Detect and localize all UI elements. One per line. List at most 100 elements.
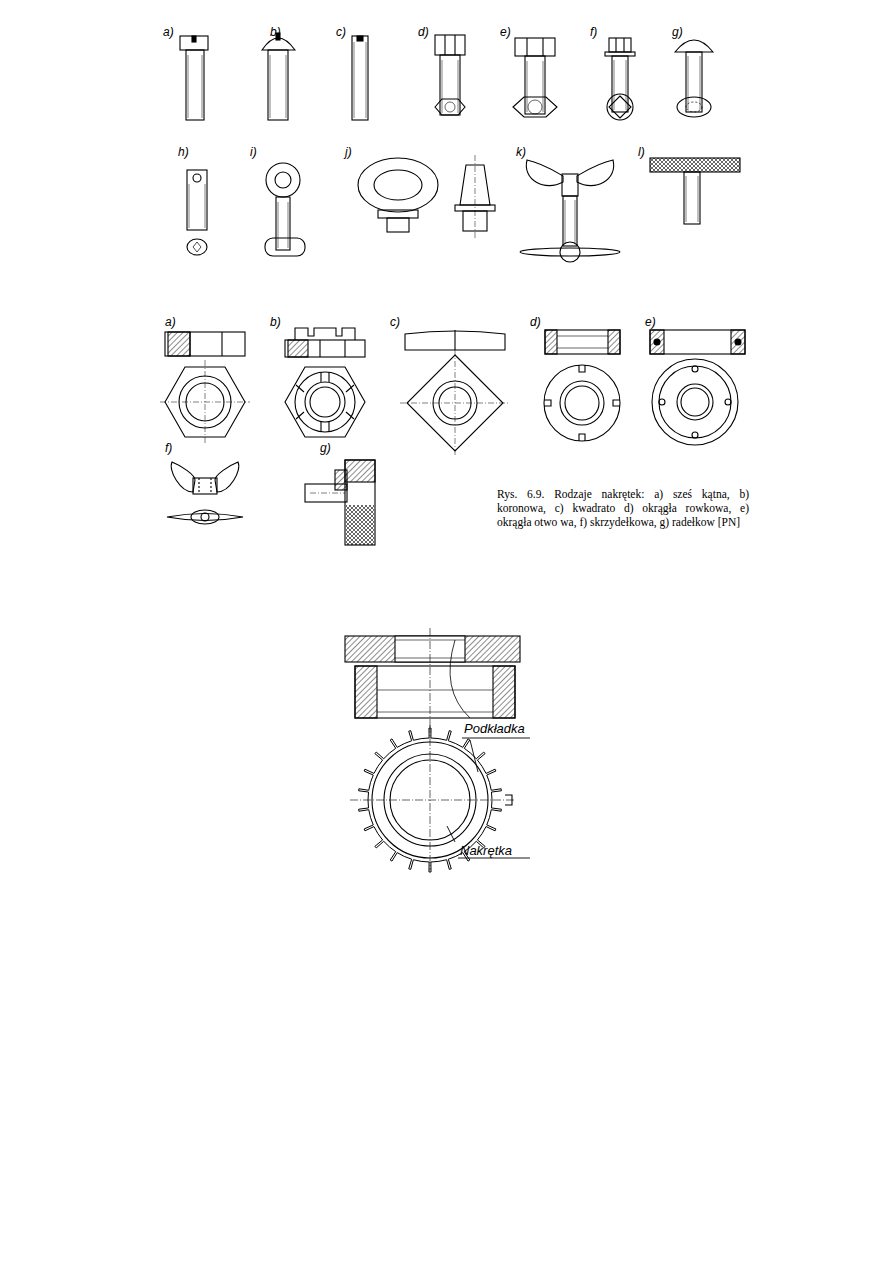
nut-washer-section — [430, 628, 431, 728]
castle-nut — [285, 367, 365, 437]
knurled-nut — [310, 493, 345, 494]
round-slotted-nut — [544, 330, 620, 441]
socket-set-screw — [193, 242, 201, 252]
mushroom-head-bolt — [688, 56, 700, 110]
hex-head-bolt-large — [513, 38, 557, 117]
round-nut-with-holes — [652, 359, 738, 445]
nut-washer-plan — [350, 725, 515, 870]
lifting-eye-bolt — [475, 155, 476, 240]
knurled-thumb-screw — [686, 176, 698, 222]
part-name: Podkładka — [464, 722, 525, 735]
leader-line — [447, 738, 530, 858]
nut-washer-plan — [350, 725, 515, 872]
castle-nut — [285, 340, 365, 357]
hex-head-bolt — [445, 35, 455, 55]
round-nut-with-holes — [692, 366, 698, 372]
leader-line — [447, 826, 530, 858]
wing-screw — [565, 200, 575, 244]
wing-screw — [563, 196, 577, 246]
square-head-bolt — [609, 96, 631, 118]
cheese-head-screw — [186, 50, 204, 120]
square-nut — [454, 330, 455, 350]
hex-head-bolt — [435, 35, 465, 115]
wing-screw — [560, 242, 580, 262]
figure-letter: d) — [418, 26, 429, 38]
wing-screw — [562, 174, 578, 196]
knurled-thumb-screw — [650, 158, 740, 224]
set-screw — [352, 36, 368, 120]
figure-letter: a) — [163, 26, 174, 38]
hex-head-bolt-large — [515, 38, 555, 56]
hex-head-bolt — [435, 99, 465, 115]
mushroom-head-bolt — [677, 97, 711, 117]
eye-bolt — [275, 172, 291, 188]
hex-nut — [190, 332, 222, 356]
figure-letter: l) — [638, 146, 645, 158]
wing-nut — [167, 462, 243, 524]
set-screw — [354, 42, 366, 118]
knurled-nut — [345, 460, 375, 482]
wing-screw — [577, 160, 614, 186]
eye-bolt — [265, 163, 305, 256]
mushroom-head-bolt — [675, 40, 713, 117]
socket-set-screw — [189, 184, 205, 228]
hex-head-bolt — [445, 102, 455, 112]
round-nut-with-holes — [650, 330, 745, 354]
round-nut-with-holes — [735, 339, 741, 345]
figure-letter: e) — [500, 26, 511, 38]
square-nut — [405, 331, 505, 350]
eye-bolt — [266, 163, 300, 197]
hex-head-bolt-large — [528, 100, 542, 114]
round-slotted-nut — [565, 386, 599, 420]
figure-letter: g) — [320, 442, 331, 454]
figure-letter: b) — [270, 316, 281, 328]
square-head-bolt — [609, 38, 631, 52]
knurled-thumb-screw — [684, 172, 700, 224]
round-slotted-nut — [557, 336, 608, 348]
hex-head-bolt-large — [527, 61, 543, 112]
mushroom-head-bolt — [686, 102, 702, 112]
square-head-bolt — [616, 38, 624, 52]
knurled-thumb-screw — [650, 158, 740, 172]
round-nut-with-holes — [725, 399, 731, 405]
castle-nut — [295, 328, 355, 340]
wing-nut — [199, 478, 211, 494]
figure-letter: f) — [590, 26, 597, 38]
eye-bolt — [265, 238, 305, 256]
square-head-bolt — [612, 56, 628, 112]
lifting-eye-bolt — [378, 210, 418, 218]
mushroom-head-bolt — [675, 40, 713, 52]
round-nut-with-holes — [650, 330, 745, 445]
round-slotted-nut — [544, 365, 620, 441]
figure-letter: k) — [516, 146, 526, 158]
figure-letter: a) — [165, 316, 176, 328]
figure-letter: e) — [645, 316, 656, 328]
square-nut — [400, 330, 510, 456]
hex-head-bolt-large — [513, 97, 557, 117]
socket-set-screw — [187, 170, 207, 255]
castle-nut — [288, 340, 308, 357]
mushroom-head-bolt — [686, 52, 702, 112]
wing-nut — [191, 510, 219, 524]
castle-nut — [310, 387, 340, 417]
round-slotted-nut — [545, 330, 557, 354]
round-slotted-nut — [545, 330, 620, 354]
wing-nut — [215, 462, 239, 492]
castle-nut — [296, 372, 354, 432]
figure-letter: c) — [336, 26, 346, 38]
eye-bolt — [278, 202, 288, 248]
square-nut — [400, 350, 510, 456]
wing-screw — [520, 248, 620, 256]
knurled-nut — [305, 484, 347, 502]
round-nut-with-holes — [654, 339, 660, 345]
cheese-head-screw — [180, 36, 208, 50]
wing-screw — [526, 160, 563, 186]
set-screw — [352, 36, 368, 120]
round-nut-with-holes — [681, 388, 709, 416]
socket-set-screw — [187, 170, 207, 230]
hex-head-bolt — [442, 60, 458, 113]
wing-nut — [171, 462, 195, 492]
nut-washer-section — [345, 628, 520, 728]
cheese-head-screw — [192, 36, 196, 42]
round-slotted-nut — [544, 365, 620, 441]
